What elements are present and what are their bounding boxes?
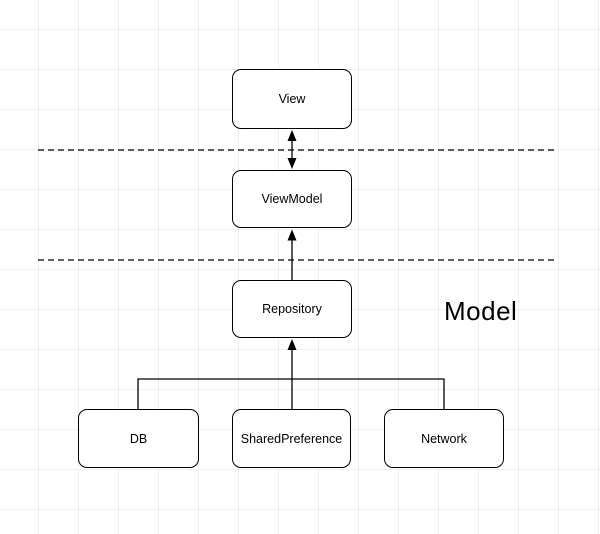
edge-sources-repository xyxy=(137,339,445,409)
node-network: Network xyxy=(384,409,504,468)
edge-view-viewmodel xyxy=(287,130,297,169)
node-label: View xyxy=(278,92,306,106)
node-label: SharedPreference xyxy=(240,431,343,446)
arrowhead-up-icon xyxy=(287,339,297,350)
model-region-label: Model xyxy=(444,296,518,326)
node-sharedpreference: SharedPreference xyxy=(232,409,351,468)
node-label: DB xyxy=(129,431,148,446)
node-repository: Repository xyxy=(232,280,352,338)
node-label: ViewModel xyxy=(261,192,323,206)
node-viewmodel: ViewModel xyxy=(232,170,352,228)
arrowhead-down-icon xyxy=(287,158,297,169)
arrowhead-up-icon xyxy=(287,130,297,141)
node-label: Network xyxy=(421,431,467,446)
arrowhead-up-icon xyxy=(287,229,297,241)
node-db: DB xyxy=(78,409,199,468)
edge-repository-viewmodel xyxy=(287,229,297,280)
node-label: Repository xyxy=(262,302,322,316)
node-view: View xyxy=(232,69,352,129)
